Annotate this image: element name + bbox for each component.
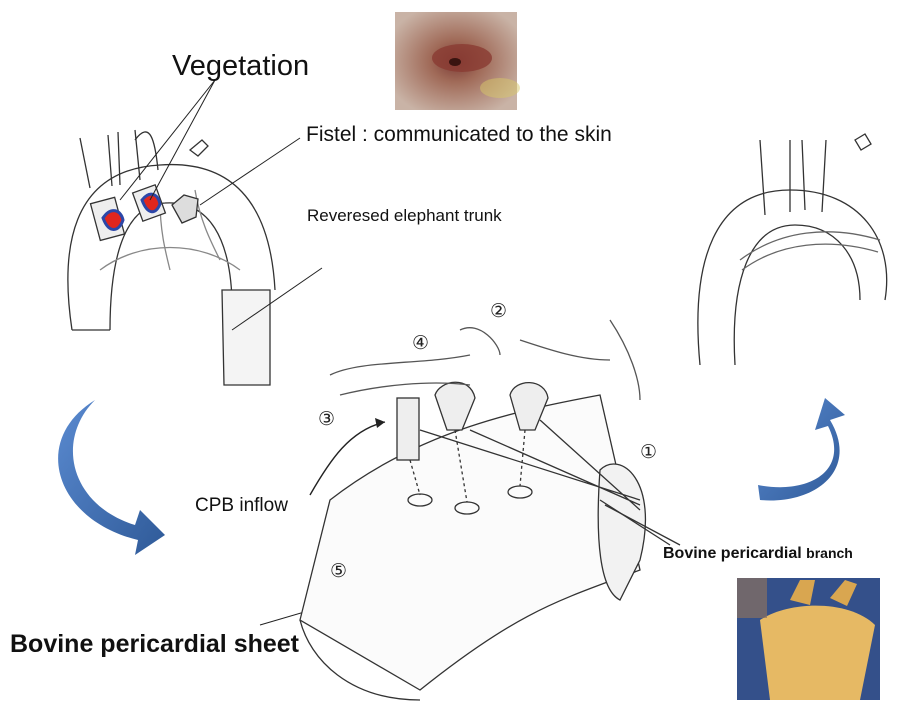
aortic-arch-vegetation-drawing <box>68 130 275 385</box>
vegetation-lesion-1 <box>103 211 123 230</box>
cpb-inflow-label: CPB inflow <box>195 495 288 517</box>
step-1-marker: ① <box>640 441 657 463</box>
bovine-branch-bold: Bovine pericardial <box>663 545 802 562</box>
fistula-skin-photo <box>395 12 520 110</box>
step-4-marker: ④ <box>412 332 429 354</box>
step-2-marker: ② <box>490 300 507 322</box>
elephant-trunk-label: Reveresed elephant trunk <box>307 206 502 226</box>
step-3-marker: ③ <box>318 408 335 430</box>
bovine-sheet-drawing <box>300 320 680 700</box>
curved-arrow-clockwise-down-icon <box>58 400 165 555</box>
bovine-branch-rest: branch <box>806 545 853 561</box>
fistel-label: Fistel : communicated to the skin <box>306 123 612 147</box>
step-5-marker: ⑤ <box>330 560 347 582</box>
curved-arrow-up-icon <box>758 398 845 500</box>
bovine-sheet-label: Bovine pericardial sheet <box>10 630 299 659</box>
bovine-branch-photo <box>737 578 880 700</box>
bovine-branch-label: Bovine pericardial branch <box>663 545 853 563</box>
vegetation-label: Vegetation <box>172 50 309 83</box>
repaired-aortic-arch-drawing <box>698 134 887 365</box>
cpb-inflow-arrowhead <box>375 418 385 428</box>
